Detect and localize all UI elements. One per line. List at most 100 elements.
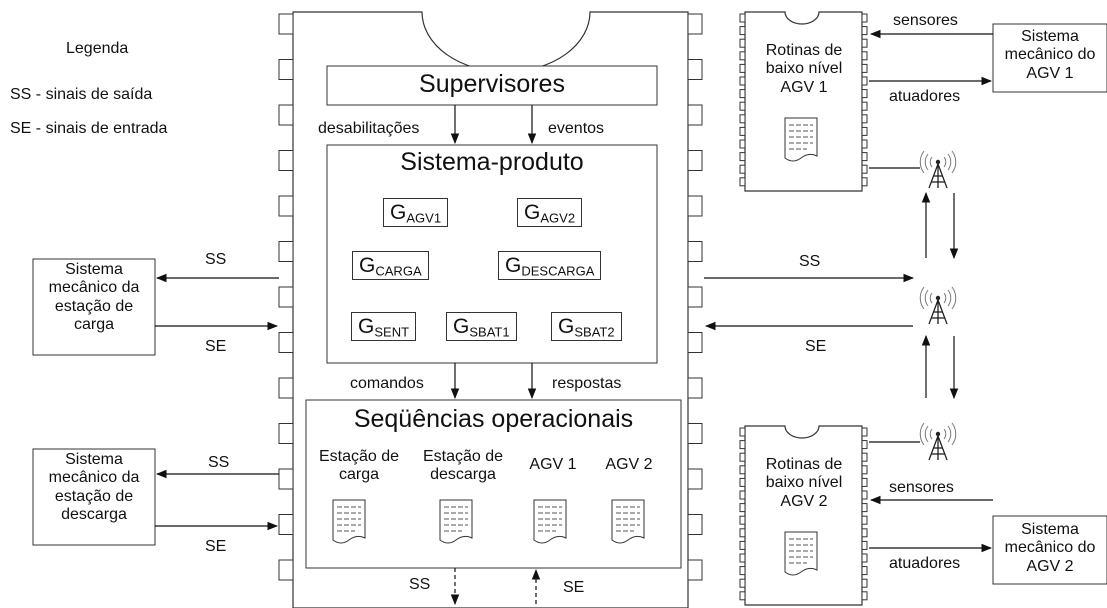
legend-ss: SS - sinais de saída: [10, 86, 153, 103]
chip-pin: [278, 332, 294, 353]
model-g-carga: GCARGA: [352, 251, 429, 281]
chip-pin: [739, 427, 746, 437]
agv2-mechanical-text: Sistema mecânico do AGV 2: [993, 521, 1107, 576]
chip-pin: [861, 164, 868, 174]
main-chip-pins: [278, 13, 703, 581]
chip-pin: [861, 566, 868, 576]
model-main: G: [359, 254, 376, 277]
model-sub: AGV1: [406, 210, 442, 226]
chip-pin: [687, 514, 703, 535]
chip-pin: [278, 13, 294, 35]
model-main: G: [505, 254, 522, 277]
chip-pin: [861, 515, 868, 525]
sequence-line: carga: [338, 466, 380, 484]
chip-pin: [278, 150, 294, 171]
chip-pin: [861, 38, 868, 48]
chip-pin: [861, 177, 868, 187]
chip-pin: [861, 13, 868, 23]
commands-label: comandos: [350, 375, 424, 392]
loading-station-box: [32, 258, 156, 356]
document-icon: [439, 499, 473, 544]
box-line: estação de: [54, 487, 134, 505]
box-line: Sistema: [65, 451, 123, 468]
model-sub: SENT: [374, 324, 410, 340]
right-ss-label: SS: [799, 253, 821, 270]
chip-pin: [739, 13, 746, 23]
sequence-unloading-label: Estação de descarga: [408, 448, 518, 485]
chip-pin: [861, 465, 868, 475]
chip-pin: [687, 150, 703, 171]
chip-pin: [861, 528, 868, 538]
chip-pin: [861, 63, 868, 73]
chip-pin: [739, 101, 746, 111]
box-line: Sistema: [1021, 521, 1079, 538]
box-line: mecânico do: [1004, 46, 1096, 64]
model-g-sbat2: GSBAT2: [551, 312, 622, 342]
chip-pin: [739, 452, 746, 462]
model-g-agv1: GAGV1: [383, 198, 449, 228]
loading-station-text: Sistema mecânico da estação de carga: [33, 261, 155, 335]
document-icon: [784, 117, 818, 162]
chip-pin: [739, 139, 746, 149]
chip-pin: [739, 566, 746, 576]
chip-pin: [739, 503, 746, 513]
model-main: G: [524, 201, 541, 224]
agv2-sensors-label: sensores: [889, 479, 954, 496]
chip-pin: [687, 423, 703, 444]
chip-pin: [687, 104, 703, 126]
chip-line: Rotinas de: [765, 456, 843, 473]
chip-pin: [739, 26, 746, 36]
antenna-icon: [919, 286, 957, 325]
chip-pin: [861, 114, 868, 124]
model-main: G: [558, 315, 575, 338]
sequence-line: Estação de: [318, 448, 400, 465]
model-g-sbat1: GSBAT1: [446, 312, 517, 342]
sequence-loading-label: Estação de carga: [304, 448, 414, 485]
agv1-chip-body: [744, 11, 863, 192]
chip-pin: [687, 286, 703, 308]
chip-line: baixo nível: [765, 60, 843, 78]
chip-pin: [861, 89, 868, 99]
model-g-descarga: GDESCARGA: [498, 251, 602, 281]
chip-pin: [861, 139, 868, 149]
sequence-line: descarga: [430, 466, 496, 484]
right-se-label: SE: [805, 338, 827, 355]
chip-pin: [687, 559, 703, 581]
chip-pin: [861, 452, 868, 462]
model-sub: DESCARGA: [521, 263, 595, 279]
chip-pin: [278, 423, 294, 444]
supervisors-title: Supervisores: [419, 70, 565, 98]
chip-pin: [739, 177, 746, 187]
model-main: G: [358, 315, 375, 338]
unloading-station-text: Sistema mecânico da estação de descarga: [33, 451, 155, 525]
chip-pin: [739, 114, 746, 124]
box-line: Sistema: [1021, 28, 1079, 45]
agv-chip-pins: [739, 13, 868, 601]
chip-pin: [278, 241, 294, 262]
box-line: mecânico do: [1004, 539, 1096, 557]
model-sub: SBAT1: [469, 324, 510, 340]
chip-pin: [278, 59, 294, 80]
legend-se: SE - sinais de entrada: [10, 120, 168, 137]
unloading-ss-label: SS: [208, 454, 230, 471]
chip-pin: [278, 377, 294, 399]
chip-pin: [861, 440, 868, 450]
model-main: G: [453, 315, 470, 338]
sequence-line: Estação de: [422, 448, 504, 465]
chip-pin: [861, 553, 868, 563]
unloading-se-label: SE: [205, 538, 227, 555]
chip-pin: [861, 76, 868, 86]
chip-pin: [739, 490, 746, 500]
responses-label: respostas: [552, 375, 622, 392]
chip-pin: [278, 559, 294, 581]
agv2-mechanical-box: [992, 515, 1107, 585]
chip-pin: [278, 195, 294, 217]
chip-pin: [861, 51, 868, 61]
loading-ss-label: SS: [205, 251, 227, 268]
loading-se-label: SE: [205, 338, 227, 355]
antenna-icon: [919, 150, 957, 189]
chip-pin: [739, 578, 746, 588]
box-line: estação de: [54, 297, 134, 315]
chip-pin: [861, 591, 868, 601]
